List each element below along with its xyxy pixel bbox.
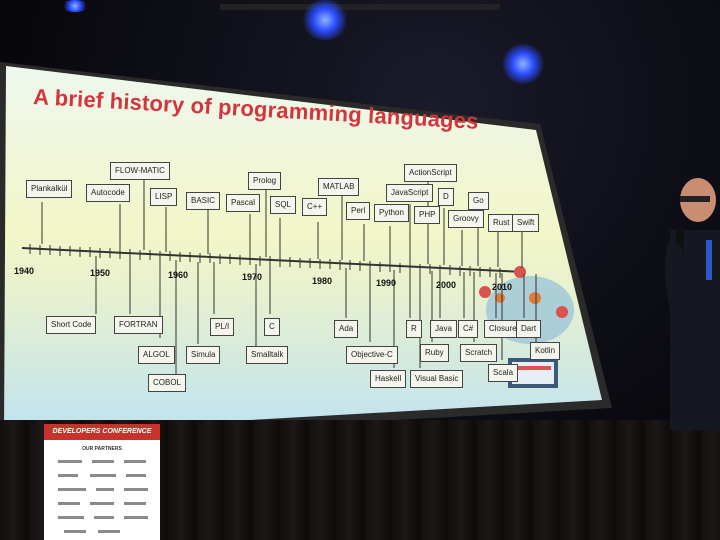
year-label: 2010 [492,282,513,292]
partner-logo [58,488,86,491]
blue-spotlight [500,44,546,84]
language-label: Prolog [248,172,282,190]
language-label: D [438,188,454,206]
partner-logo [58,502,80,505]
partner-logo [94,516,114,519]
language-label: R [406,320,422,338]
language-label: Swift [512,214,540,232]
language-label: LISP [150,188,178,206]
language-label: FLOW-MATIC [110,162,170,180]
partner-logo [124,516,148,519]
partner-logo [124,502,146,505]
language-label: ALGOL [138,346,175,364]
language-label: C++ [302,198,328,216]
language-label: Dart [516,320,542,338]
banner-partners-heading: OUR PARTNERS [82,446,122,452]
language-label: Simula [186,346,221,364]
partner-logo [124,488,148,491]
language-label: C# [458,320,479,338]
language-label: ActionScript [404,164,457,182]
language-label: Ruby [420,344,449,362]
language-label: BASIC [186,192,221,210]
partner-logo [98,530,120,533]
language-label: Autocode [86,184,130,202]
year-label: 1980 [312,276,333,286]
partner-logo [90,502,114,505]
language-label: Objective-C [346,346,398,364]
partner-logo [126,474,146,477]
language-label: Scala [488,364,519,382]
language-label: Groovy [448,210,484,228]
year-label: 1990 [376,278,397,288]
partner-logo [124,460,146,463]
language-label: PL/I [210,318,235,336]
language-label: COBOL [148,374,187,392]
blue-spotlight [300,0,350,40]
partner-logo [58,516,84,519]
language-label: SQL [270,196,297,214]
speaker [665,178,720,430]
language-label: Short Code [46,316,97,334]
language-label: Go [468,192,489,210]
language-label: Haskell [370,370,407,388]
language-label: Kotlin [530,342,561,360]
language-label: Visual Basic [410,370,464,388]
language-label: Pascal [226,194,261,212]
partner-logo [92,460,114,463]
year-label: 1940 [14,266,35,276]
partner-logo [96,488,114,491]
blue-spotlight [60,0,90,12]
partner-logo [90,474,116,477]
partner-logo [58,460,82,463]
language-label: Ada [334,320,359,338]
year-label: 1970 [242,272,263,282]
year-label: 1950 [90,268,111,278]
conference-banner: DEVELOPERS CONFERENCE 2022 OUR PARTNERS [44,424,160,540]
language-label: PHP [414,206,441,224]
language-label: Perl [346,202,371,220]
language-label: Plankalkül [26,180,73,198]
language-label: Python [374,204,409,222]
language-label: JavaScript [386,184,434,202]
year-label: 2000 [436,280,457,290]
slide-surface [4,66,602,434]
partner-logo [58,474,78,477]
language-label: FORTRAN [114,316,163,334]
partner-logo [64,530,86,533]
year-label: 1960 [168,270,189,280]
language-label: MATLAB [318,178,360,196]
language-label: Java [430,320,457,338]
language-label: C [264,318,280,336]
lighting-rig [220,4,500,10]
language-label: Scratch [460,344,498,362]
banner-heading: DEVELOPERS CONFERENCE 2022 [44,424,160,451]
language-label: Rust [488,214,515,232]
language-label: Smalltalk [246,346,289,364]
